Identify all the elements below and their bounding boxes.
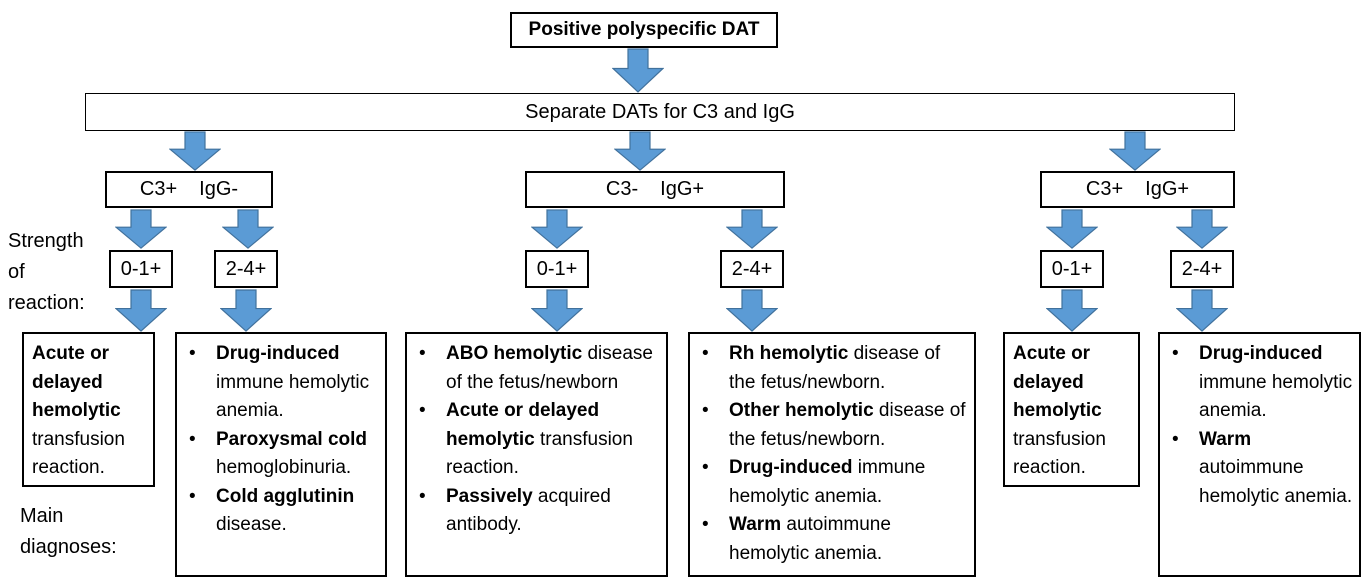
diagnosis-item-text: Rh hemolytic disease of the fetus/newbor…	[729, 343, 941, 393]
down-arrow-icon	[612, 48, 664, 93]
main-diagnoses-label: Main diagnoses:	[20, 505, 117, 558]
c3-result-label: C3-	[605, 178, 639, 200]
diagnosis-item: • Warm autoimmune hemolytic anemia.	[1169, 426, 1353, 512]
diagnosis-box: • ABO hemolytic disease of the fetus/newb…	[405, 332, 668, 577]
down-arrow-icon	[169, 131, 221, 171]
diagnosis-item-text: Other hemolytic disease of the fetus/new…	[729, 400, 966, 450]
strength-of-reaction-label: Strength of reaction:	[8, 230, 85, 314]
diagnosis-item: • Paroxysmal cold hemoglobinuria.	[186, 426, 379, 483]
branch-box-c3neg-iggpos: C3- IgG+	[525, 171, 785, 208]
diagnosis-item: Acute or delayed hemolytic transfusion r…	[32, 340, 147, 483]
diagnosis-item-text: Paroxysmal cold hemoglobinuria.	[216, 428, 368, 479]
bullet-icon: •	[419, 343, 426, 364]
diagnosis-item-text: Passively acquired antibody.	[446, 485, 611, 536]
strength-value: 2-4+	[1181, 257, 1223, 280]
bullet-icon: •	[702, 400, 709, 421]
c3-result-label: C3+	[139, 178, 178, 200]
strength-value: 2-4+	[731, 257, 773, 280]
down-arrow-icon	[222, 209, 274, 249]
down-arrow-icon	[1046, 209, 1098, 249]
strength-box-2-4: 2-4+	[214, 250, 278, 288]
strength-value: 0-1+	[536, 257, 578, 280]
diagnosis-item: • Warm autoimmune hemolytic anemia.	[699, 511, 968, 568]
bullet-icon: •	[702, 514, 709, 535]
bullet-icon: •	[702, 457, 709, 478]
strength-box-0-1: 0-1+	[1040, 250, 1104, 288]
strength-value: 0-1+	[1051, 257, 1093, 280]
down-arrow-icon	[115, 209, 167, 249]
down-arrow-icon	[531, 289, 583, 332]
diagnosis-item-text: ABO hemolytic disease of the fetus/newbo…	[446, 343, 653, 393]
diagnosis-item: • Cold agglutinin disease.	[186, 483, 379, 540]
separate-dats-label: Separate DATs for C3 and IgG	[525, 100, 795, 123]
diagnosis-item: • Drug-induced immune hemolytic anemia.	[699, 454, 968, 511]
c3-result-label: C3+	[1085, 178, 1124, 200]
diagnosis-item-text: Cold agglutinin disease.	[216, 485, 355, 536]
strength-value: 0-1+	[120, 257, 162, 280]
igg-result-label: IgG-	[199, 178, 239, 200]
strength-box-0-1: 0-1+	[109, 250, 173, 288]
diagnosis-box: Acute or delayed hemolytic transfusion r…	[22, 332, 155, 487]
down-arrow-icon	[726, 289, 778, 332]
diagnosis-item: • ABO hemolytic disease of the fetus/newb…	[416, 340, 660, 397]
diagnosis-item-text: Drug-induced immune hemolytic anemia.	[216, 343, 370, 421]
diagnosis-item: • Passively acquired antibody.	[416, 483, 660, 540]
down-arrow-icon	[531, 209, 583, 249]
bullet-icon: •	[702, 343, 709, 364]
strength-box-2-4: 2-4+	[1170, 250, 1234, 288]
diagnosis-box: Acute or delayed hemolytic transfusion r…	[1003, 332, 1140, 487]
diagnosis-item-text: Warm autoimmune hemolytic anemia.	[1199, 428, 1353, 507]
diagnosis-box: • Rh hemolytic disease of the fetus/newbo…	[688, 332, 976, 577]
down-arrow-icon	[1176, 209, 1228, 249]
branch-box-c3pos-iggneg: C3+ IgG-	[105, 171, 273, 208]
strength-value: 2-4+	[225, 257, 267, 280]
diagnosis-item: • Drug-induced immune hemolytic anemia.	[186, 340, 379, 426]
diagnosis-item: • Other hemolytic disease of the fetus/ne…	[699, 397, 968, 454]
down-arrow-icon	[614, 131, 666, 171]
bullet-icon: •	[189, 343, 196, 364]
down-arrow-icon	[115, 289, 167, 332]
diagnosis-item: • Rh hemolytic disease of the fetus/newbo…	[699, 340, 968, 397]
diagnosis-item-text: Drug-induced immune hemolytic anemia.	[1199, 343, 1353, 421]
diagnosis-item: • Acute or delayed hemolytic transfusion …	[416, 397, 660, 483]
diagnosis-item-text: Acute or delayed hemolytic transfusion r…	[446, 400, 633, 478]
branch-box-c3pos-iggpos: C3+ IgG+	[1040, 171, 1235, 208]
bullet-icon: •	[1172, 428, 1179, 450]
diagnosis-item-text: Warm autoimmune hemolytic anemia.	[729, 514, 891, 564]
down-arrow-icon	[1176, 289, 1228, 332]
diagnosis-box: • Drug-induced immune hemolytic anemia. • W…	[1158, 332, 1361, 577]
down-arrow-icon	[1109, 131, 1161, 171]
diagnosis-item-text: Acute or delayed hemolytic transfusion r…	[32, 343, 125, 478]
bullet-icon: •	[189, 485, 196, 507]
down-arrow-icon	[1046, 289, 1098, 332]
bullet-icon: •	[1172, 343, 1179, 364]
strength-box-0-1: 0-1+	[525, 250, 589, 288]
down-arrow-icon	[220, 289, 272, 332]
bullet-icon: •	[419, 485, 426, 507]
diagnosis-item-text: Acute or delayed hemolytic transfusion r…	[1013, 343, 1106, 478]
bullet-icon: •	[189, 428, 196, 450]
diagnosis-item: Acute or delayed hemolytic transfusion r…	[1013, 340, 1132, 483]
igg-result-label: IgG+	[1145, 178, 1190, 200]
diagnosis-item: • Drug-induced immune hemolytic anemia.	[1169, 340, 1353, 426]
diagnosis-item-text: Drug-induced immune hemolytic anemia.	[729, 457, 926, 507]
positive-dat-box: Positive polyspecific DAT	[510, 12, 778, 48]
positive-dat-label: Positive polyspecific DAT	[528, 19, 760, 40]
separate-dats-box: Separate DATs for C3 and IgG	[85, 93, 1235, 131]
down-arrow-icon	[726, 209, 778, 249]
diagnosis-box: • Drug-induced immune hemolytic anemia. • P…	[175, 332, 387, 577]
igg-result-label: IgG+	[660, 178, 705, 200]
strength-box-2-4: 2-4+	[720, 250, 784, 288]
bullet-icon: •	[419, 400, 426, 421]
